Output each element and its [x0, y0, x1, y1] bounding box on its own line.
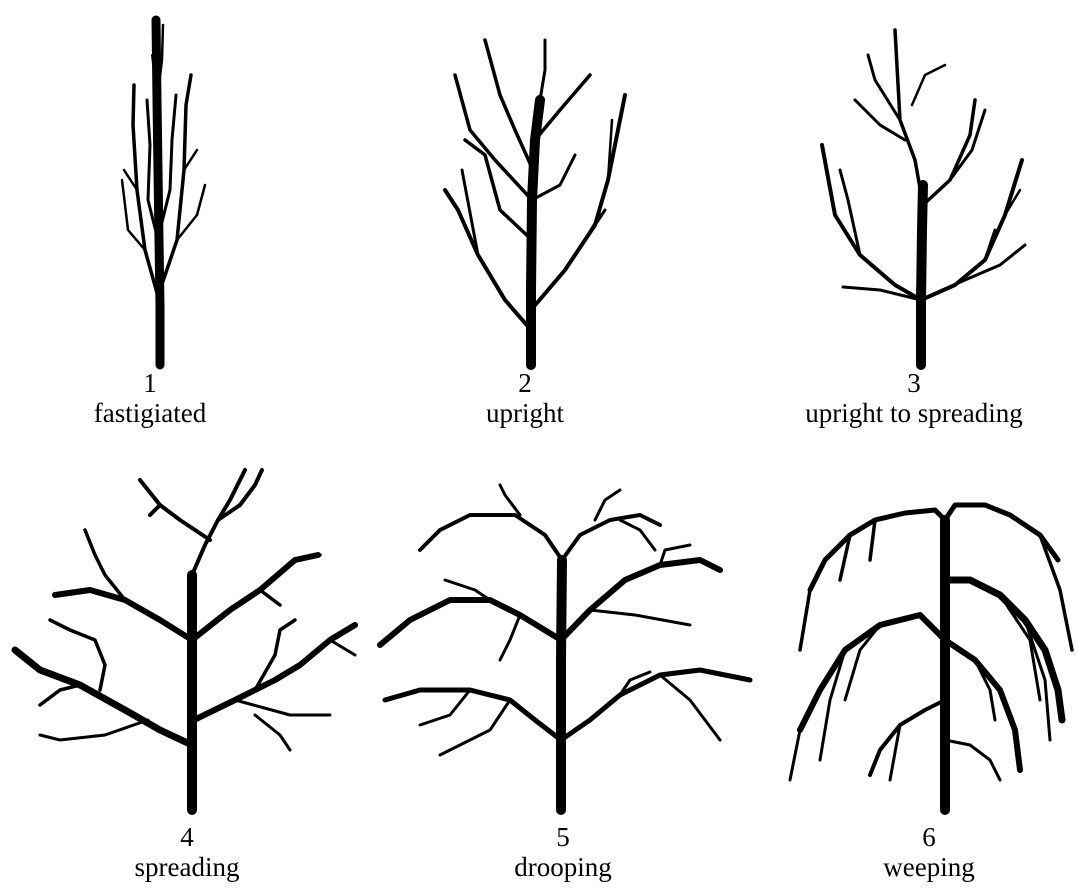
tree-drooping [380, 485, 750, 810]
form-number: 3 [734, 368, 1079, 398]
form-name: upright [345, 398, 705, 428]
form-label-2: 2 upright [345, 368, 705, 428]
tree-weeping [790, 505, 1072, 810]
form-label-5: 5 drooping [383, 822, 743, 882]
form-label-3: 3 upright to spreading [734, 368, 1079, 428]
tree-fastigiated [122, 20, 205, 365]
tree-upright-to-spreading [822, 30, 1025, 365]
form-number: 4 [7, 822, 367, 852]
form-label-1: 1 fastigiated [0, 368, 330, 428]
form-number: 1 [0, 368, 330, 398]
form-name: weeping [749, 852, 1079, 882]
form-name: spreading [7, 852, 367, 882]
form-label-4: 4 spreading [7, 822, 367, 882]
form-number: 5 [383, 822, 743, 852]
form-name: drooping [383, 852, 743, 882]
tree-upright [445, 40, 625, 365]
form-number: 6 [749, 822, 1079, 852]
form-label-6: 6 weeping [749, 822, 1079, 882]
form-number: 2 [345, 368, 705, 398]
form-name: upright to spreading [734, 398, 1079, 428]
tree-spreading [15, 470, 355, 810]
form-name: fastigiated [0, 398, 330, 428]
